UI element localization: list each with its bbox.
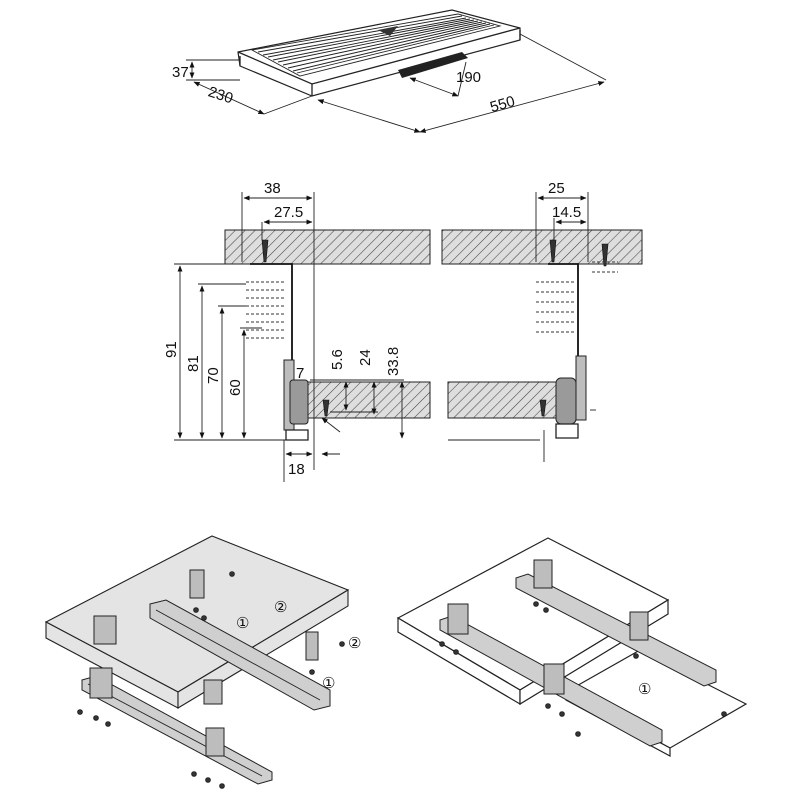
dim-81: 81 <box>185 355 202 372</box>
dim-91: 91 <box>163 341 180 358</box>
tray-board-section-left <box>299 381 431 419</box>
screw-icon <box>201 615 207 621</box>
dim-60: 60 <box>227 379 244 396</box>
assembly-left-exploded: ① ② ① ② <box>44 535 361 789</box>
dim-27-5: 27.5 <box>274 204 303 221</box>
left-section-drawing: 38 27.5 91 81 70 60 5.6 24 33.8 7 18 <box>163 180 431 482</box>
screw-icon <box>105 721 111 727</box>
dim-24: 24 <box>357 349 374 366</box>
dim-depth-230: 230 <box>206 83 235 107</box>
desk-top-section-right <box>441 229 643 265</box>
screw-icon <box>261 239 269 263</box>
bracket-front-right <box>203 679 223 705</box>
screws-right-assembly <box>439 601 727 737</box>
screw-icon <box>721 711 727 717</box>
bracket-right-1 <box>533 559 553 589</box>
dim-38: 38 <box>264 180 281 197</box>
dim-14-5: 14.5 <box>552 204 581 221</box>
tray-handle-cutout <box>398 52 468 78</box>
hole-positions-right <box>536 261 618 333</box>
marker-2a: ② <box>274 599 287 616</box>
marker-1b: ① <box>322 675 335 692</box>
hole-positions-left <box>246 281 284 339</box>
screws-left-assembly <box>77 571 345 789</box>
tray-dimension-lines <box>186 33 607 133</box>
screw-icon <box>77 709 83 715</box>
slide-rail-profile-right <box>555 377 577 425</box>
slide-rail-vertical-right <box>575 355 587 421</box>
screw-icon <box>633 653 639 659</box>
keyboard-tray-perspective: 37 230 190 550 <box>172 9 607 133</box>
screw-icon <box>339 641 345 647</box>
screw-icon <box>543 607 549 613</box>
dim-width-550: 550 <box>488 93 517 116</box>
screw-icon <box>205 777 211 783</box>
mounting-bracket-right <box>548 263 579 380</box>
bracket-group-back <box>93 569 319 705</box>
dim-25: 25 <box>548 180 565 197</box>
dim-handle-190: 190 <box>456 69 481 86</box>
marker-1a: ① <box>236 615 249 632</box>
marker-right-1: ① <box>638 681 651 698</box>
dim-18: 18 <box>288 461 305 478</box>
dim-7: 7 <box>296 365 304 382</box>
assembly-right-installed: ① <box>396 537 748 758</box>
screw-icon <box>322 399 330 417</box>
slide-foot-right <box>555 423 579 439</box>
bracket-back-left <box>189 569 205 599</box>
screw-icon <box>545 703 551 709</box>
desk-top-section-left <box>224 229 431 265</box>
slide-rail-right-upper <box>515 573 717 687</box>
slide-foot-left <box>285 429 309 441</box>
bracket-right-2 <box>629 611 649 641</box>
dim-70: 70 <box>205 367 222 384</box>
right-section-drawing: 25 14.5 <box>441 180 643 462</box>
tray-top-edge <box>237 27 521 85</box>
bracket-right-3 <box>447 603 469 635</box>
tray-board-section-right <box>447 381 557 419</box>
screw-icon <box>533 601 539 607</box>
screw-icon <box>191 771 197 777</box>
tray-edges <box>239 30 521 96</box>
right-dimension-lines <box>448 192 596 462</box>
screw-icon <box>93 715 99 721</box>
dim-5-6: 5.6 <box>329 349 346 370</box>
bracket-right-4 <box>543 663 565 695</box>
dim-33-8: 33.8 <box>385 347 402 376</box>
screw-icon <box>193 607 199 613</box>
screw-icon <box>453 649 459 655</box>
bracket-back-right <box>305 631 319 661</box>
slide-rail-upper <box>149 599 331 711</box>
left-dimension-lines <box>174 192 405 482</box>
desk-panel-side-edge <box>177 589 349 709</box>
tray-ribs <box>250 13 502 77</box>
bracket-lower-right <box>205 727 225 757</box>
tray-logo-mark <box>378 26 398 36</box>
dim-height-37: 37 <box>172 64 189 81</box>
screw-icon <box>575 731 581 737</box>
mounting-bracket-left <box>250 263 293 380</box>
screw-icon <box>309 669 315 675</box>
bracket-lower-left <box>89 667 113 699</box>
marker-2b: ② <box>348 635 361 652</box>
screw-icon <box>539 399 547 417</box>
slide-rail-profile-left <box>289 379 309 425</box>
bracket-front-left <box>93 615 117 645</box>
screw-icon <box>439 641 445 647</box>
screw-icon <box>601 243 609 267</box>
screw-icon <box>219 783 225 789</box>
screw-icon <box>229 571 235 577</box>
screw-icon <box>559 711 565 717</box>
